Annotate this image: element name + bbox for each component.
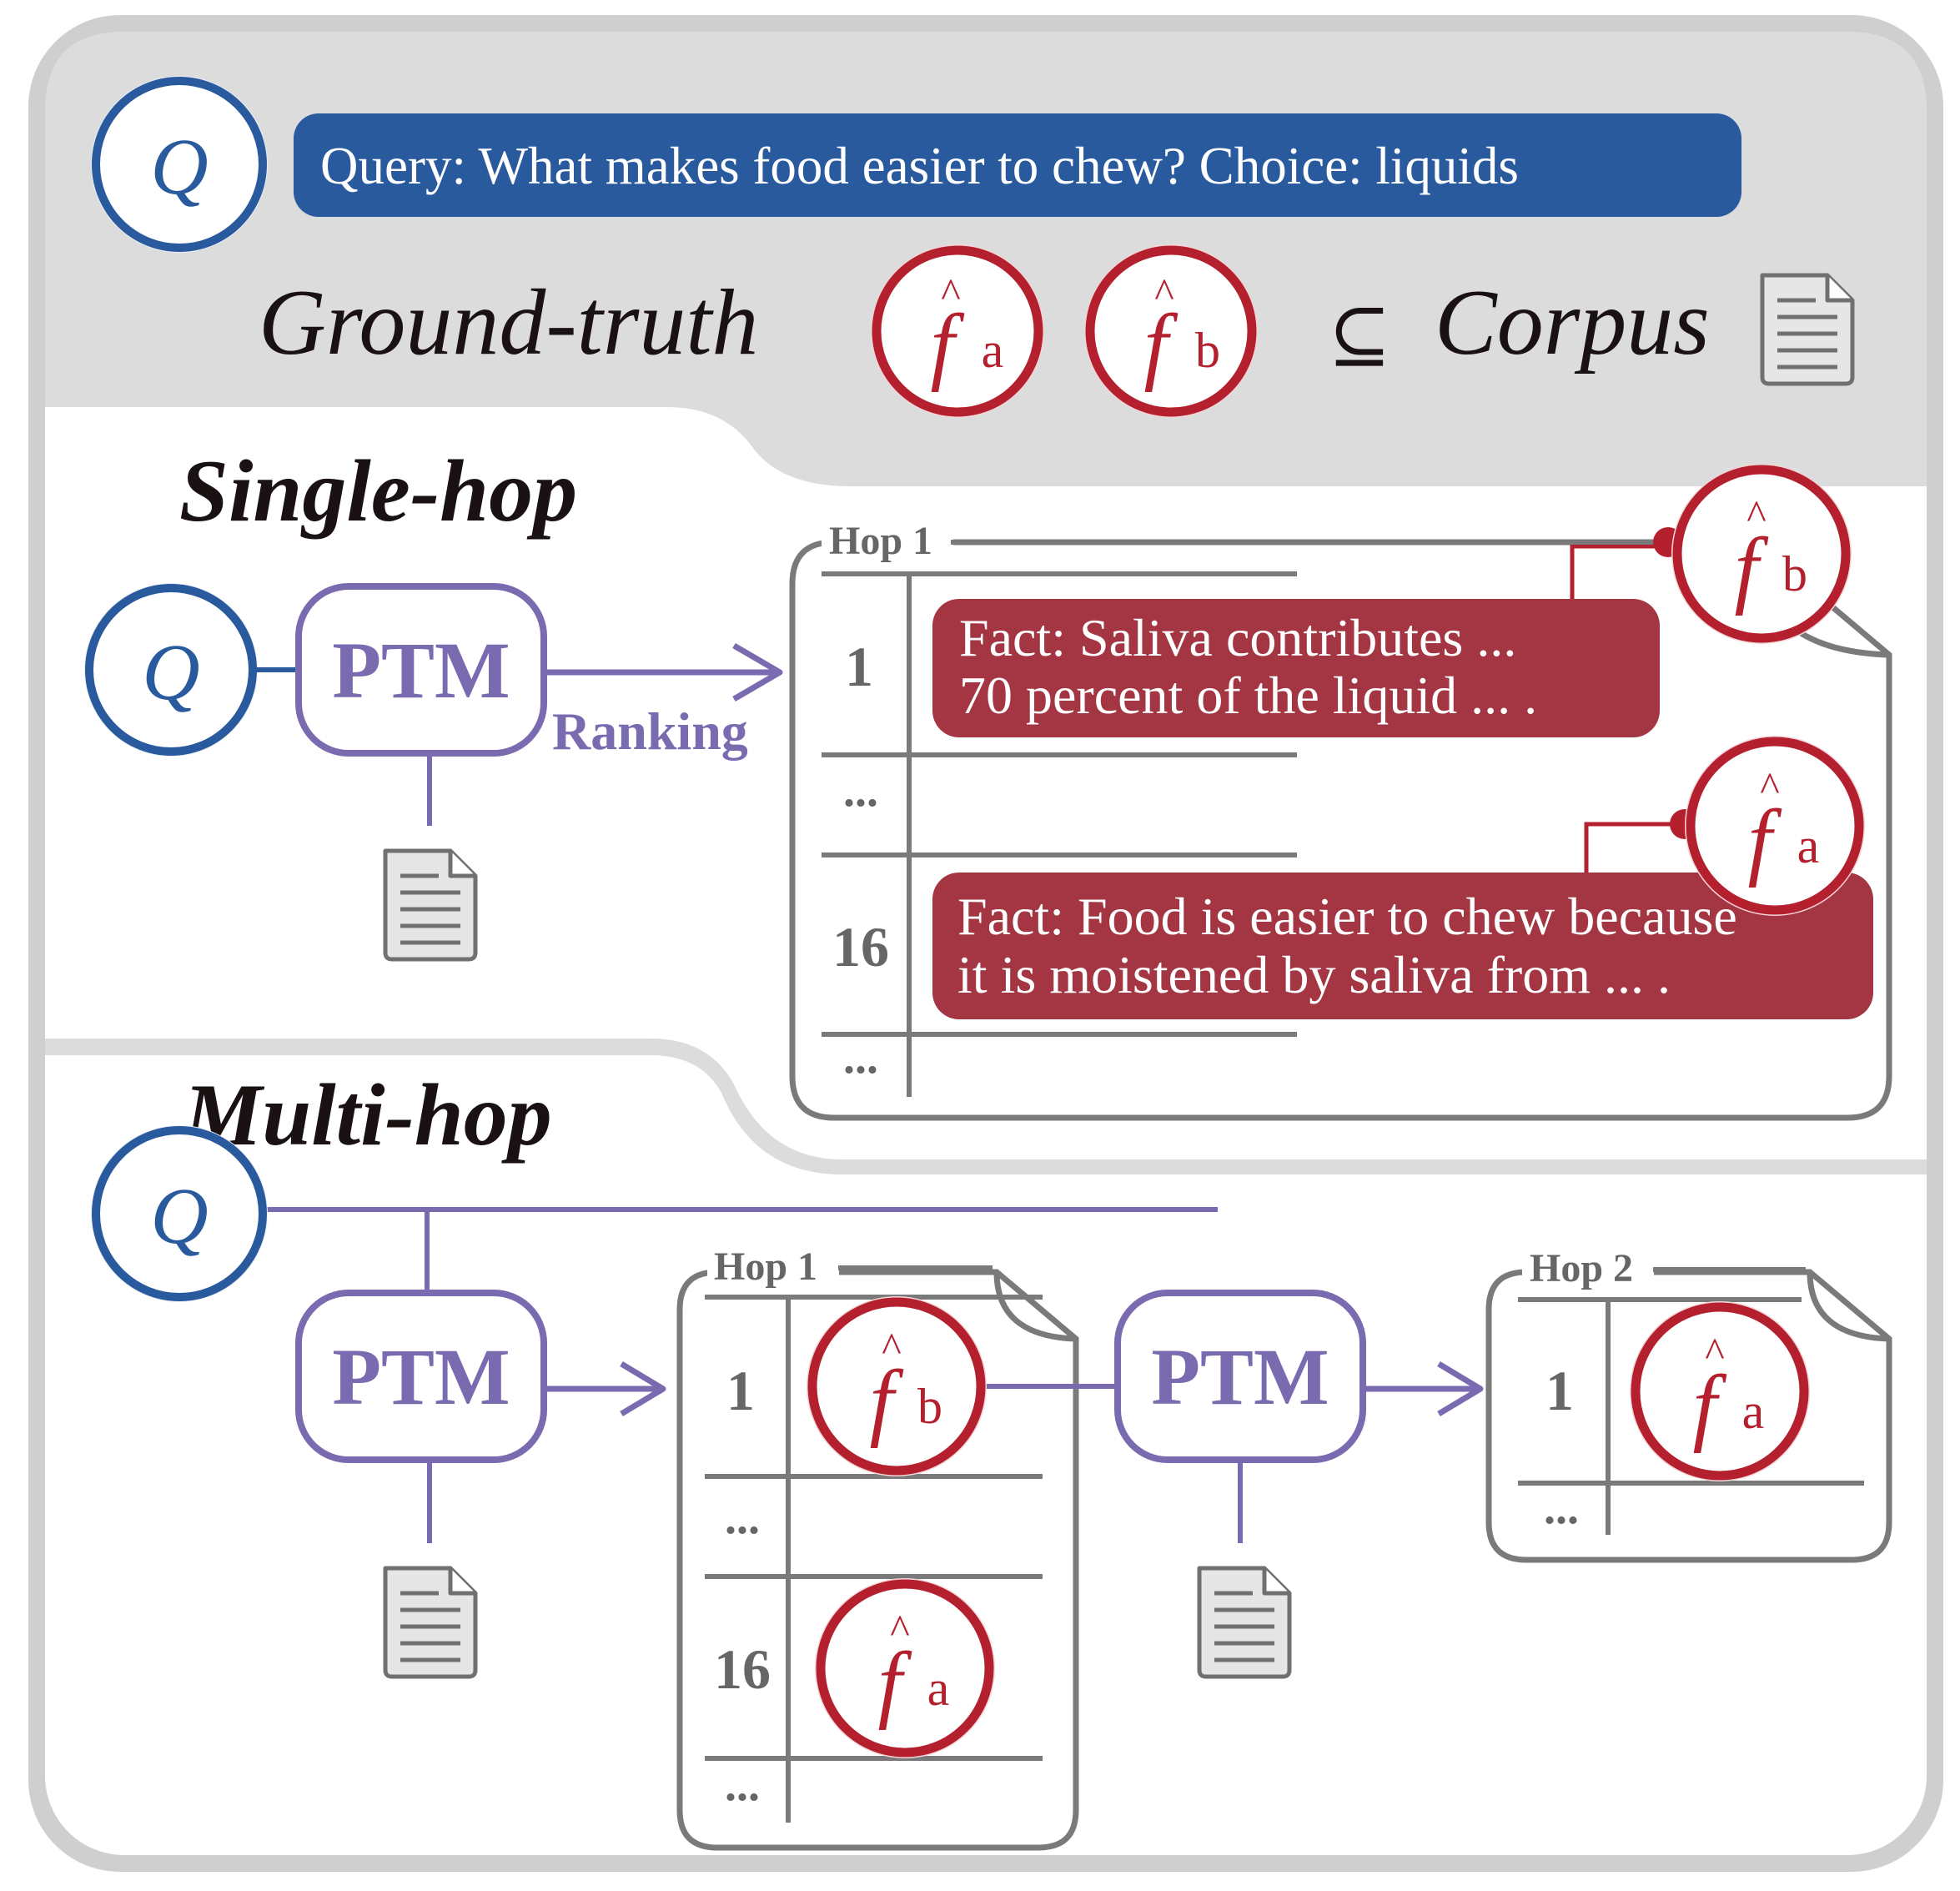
svg-text:^: ^ <box>1154 269 1173 316</box>
hop1-rank-1: 1 <box>726 1359 755 1422</box>
fact-a-circle-multi-hop2: ^ f a <box>1630 1301 1810 1481</box>
svg-text:b: b <box>1782 546 1807 601</box>
svg-text:a: a <box>982 323 1004 378</box>
fact-b-box <box>932 599 1660 737</box>
subset-symbol: ⊆ <box>1328 294 1390 377</box>
ranking-label: Ranking <box>552 702 748 761</box>
fact-a-circle-header: ^ f a <box>871 244 1044 418</box>
svg-text:^: ^ <box>890 1606 909 1652</box>
document-icon <box>1762 275 1852 384</box>
query-text: Query: What makes food easier to chew? C… <box>320 137 1519 195</box>
single-hop-title: Single-hop <box>179 442 577 540</box>
query-circle-multi: Q <box>91 1125 268 1302</box>
multi-hop-title: Multi-hop <box>182 1066 552 1164</box>
svg-text:^: ^ <box>1746 491 1766 538</box>
hop1-label-multi: Hop 1 <box>714 1245 817 1289</box>
ptm-label-multi-1: PTM <box>332 1332 510 1421</box>
fact-a-line-2: it is moistened by saliva from ... . <box>957 945 1671 1004</box>
fact-b-line-2: 70 percent of the liquid ... . <box>959 666 1537 725</box>
rank-ellipsis-1-single: ... <box>843 765 878 817</box>
ptm-box-multi-1 <box>295 1290 547 1463</box>
svg-text:^: ^ <box>1705 1329 1724 1376</box>
corpus-label: Corpus <box>1435 271 1710 375</box>
svg-text:Q: Q <box>150 1171 208 1260</box>
svg-text:Q: Q <box>142 627 199 717</box>
hop2-label: Hop 2 <box>1530 1246 1633 1290</box>
fact-b-circle-multi: ^ f b <box>807 1296 987 1476</box>
ptm-label-multi-2: PTM <box>1151 1332 1329 1421</box>
svg-text:^: ^ <box>1760 763 1779 810</box>
svg-text:b: b <box>917 1379 942 1434</box>
svg-text:^: ^ <box>882 1324 901 1370</box>
fact-a-circle-multi-hop1: ^ f a <box>815 1578 995 1758</box>
ranking-arrowhead <box>732 642 783 702</box>
fact-b-line-1: Fact: Saliva contributes ... <box>959 608 1516 667</box>
query-pill <box>294 113 1741 217</box>
document-icon-single <box>385 851 475 959</box>
hop1-rank-16: 16 <box>714 1637 771 1701</box>
hop2-rank-ellipsis: ... <box>1544 1482 1579 1534</box>
svg-text:a: a <box>927 1661 950 1716</box>
fact-a-line-1: Fact: Food is easier to chew because <box>957 887 1737 946</box>
rank-ellipsis-2-single: ... <box>843 1032 878 1084</box>
query-circle-top: Q <box>91 76 268 253</box>
document-icon-multi-1 <box>385 1568 475 1677</box>
ptm-label-single: PTM <box>332 626 510 715</box>
fact-b-circle-single: ^ f b <box>1671 464 1852 644</box>
rank-16-single: 16 <box>832 915 889 978</box>
query-circle-single: Q <box>84 583 258 757</box>
rank-1-single: 1 <box>845 635 873 698</box>
section-separator <box>45 1039 1927 1174</box>
fact-b-circle-header: ^ f b <box>1084 244 1258 418</box>
document-icon-multi-2 <box>1199 1568 1289 1677</box>
fact-a-box <box>932 873 1873 1019</box>
query-symbol: Q <box>150 122 208 211</box>
hop1-rank-ellipsis-2: ... <box>725 1759 760 1811</box>
hop1-label-single: Hop 1 <box>829 519 932 563</box>
svg-text:^: ^ <box>941 269 960 316</box>
hop1-rank-ellipsis-1: ... <box>725 1492 760 1544</box>
hop2-rank-1: 1 <box>1545 1359 1574 1422</box>
fact-a-circle-single: ^ f a <box>1685 736 1865 916</box>
svg-text:a: a <box>1797 818 1820 873</box>
svg-text:b: b <box>1195 323 1220 378</box>
ground-truth-label: Ground-truth <box>259 271 758 375</box>
svg-text:a: a <box>1742 1384 1765 1439</box>
